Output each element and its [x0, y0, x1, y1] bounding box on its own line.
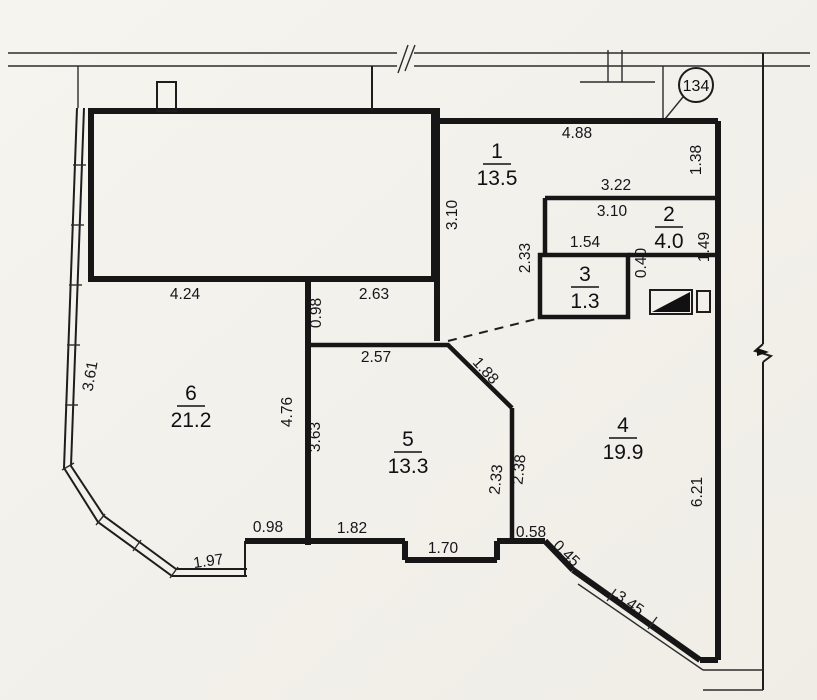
- room-number: 1: [491, 140, 503, 163]
- dimension-label: 1.38: [688, 145, 705, 175]
- room-area: 21.2: [171, 409, 212, 432]
- dimension-label: 6.21: [689, 477, 706, 507]
- dimension-label: 4.24: [170, 286, 201, 303]
- dimension-label: 3.63: [307, 422, 324, 452]
- dimension-label: 3.10: [444, 200, 461, 231]
- dimension-label: 2.33: [486, 464, 506, 496]
- dimension-label: 2.57: [361, 349, 391, 366]
- room-area: 19.9: [603, 441, 644, 464]
- room-number: 6: [185, 382, 197, 405]
- bottom-right-balcony: [577, 583, 763, 691]
- dimension-label: 0.98: [308, 298, 325, 328]
- outer-walls: [245, 108, 721, 663]
- right-boundary-line: [752, 53, 774, 690]
- dimension-label: 1.97: [192, 551, 224, 572]
- room-label: 24.0: [654, 203, 683, 253]
- room-label: 31.3: [570, 263, 599, 313]
- interior-walls: [305, 195, 716, 545]
- room-label: 621.2: [171, 382, 212, 432]
- dimension-label: 2.63: [359, 286, 389, 303]
- dimension-label: 1.49: [696, 232, 713, 262]
- dimension-label: 4.76: [279, 397, 296, 427]
- dimension-label: 1.82: [337, 520, 367, 537]
- room-area: 1.3: [570, 290, 599, 313]
- break-symbol: [397, 44, 416, 74]
- unit-number: 134: [683, 78, 710, 95]
- dimension-label: 0.40: [633, 248, 650, 279]
- left-bay-window: [61, 107, 247, 579]
- dimension-label: 3.61: [80, 360, 102, 393]
- room-area: 13.5: [477, 167, 518, 190]
- dimension-label: 3.10: [597, 203, 628, 220]
- vent-shaft: [649, 289, 711, 315]
- top-boundary-lines: [8, 44, 810, 121]
- dimension-label: 1.54: [570, 234, 601, 251]
- dimension-label: 0.98: [253, 519, 283, 536]
- room-label: 419.9: [603, 414, 644, 464]
- dimension-label: 3.22: [601, 177, 631, 194]
- room-number: 2: [663, 203, 675, 226]
- room-number: 4: [617, 414, 629, 437]
- dimension-label: 4.88: [562, 125, 592, 142]
- room-label: 513.3: [388, 428, 429, 478]
- room-area: 13.3: [388, 455, 429, 478]
- dimension-label: 0.58: [516, 524, 546, 541]
- room-number: 5: [402, 428, 414, 451]
- dimension-label: 1.70: [428, 540, 459, 557]
- room-number: 3: [579, 263, 591, 286]
- dimension-label: 2.33: [517, 243, 534, 273]
- unit-number-badge: 134: [664, 67, 714, 120]
- room-area: 4.0: [654, 230, 683, 253]
- room-label: 113.5: [477, 140, 518, 190]
- dimension-label: 2.38: [509, 454, 529, 486]
